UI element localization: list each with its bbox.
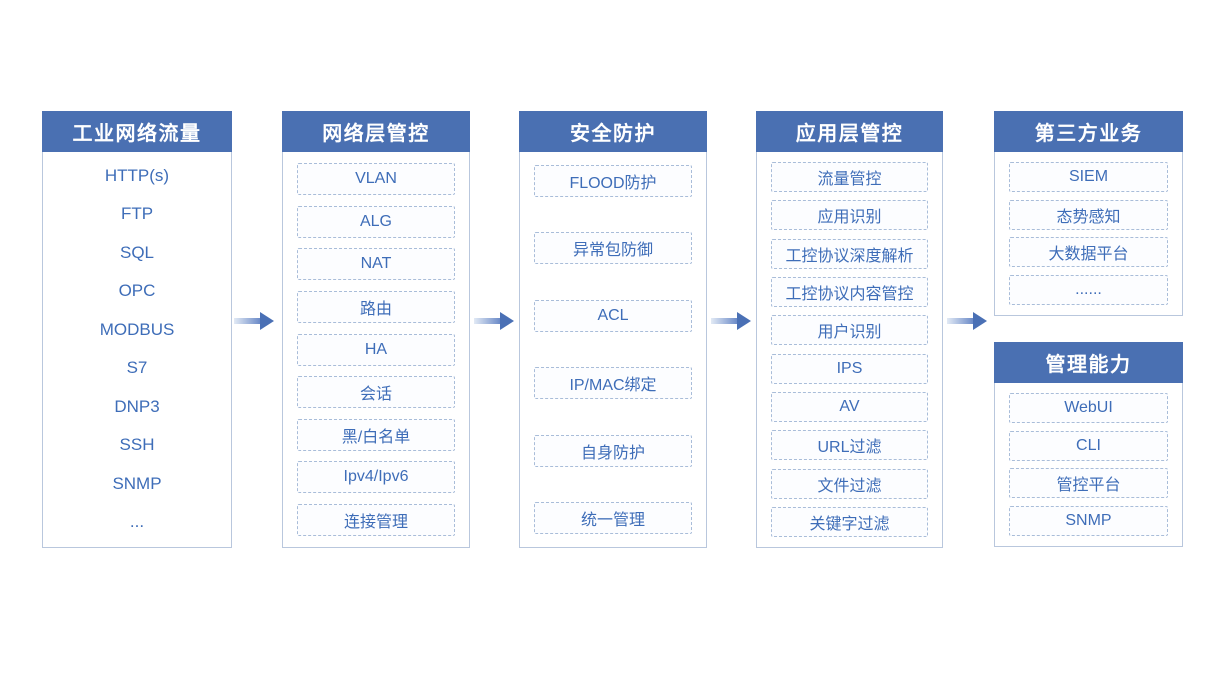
column-item: WebUI [1009, 393, 1168, 423]
column-item: 文件过滤 [771, 468, 928, 499]
column-item: URL过滤 [771, 430, 928, 461]
column-item: 流量管控 [771, 162, 928, 192]
column-security-protection: 安全防护 FLOOD防护异常包防御 ACL IP/MAC绑定自身防护统一管理 [519, 111, 707, 548]
flow-arrow-right-icon [234, 312, 274, 330]
column-item: SSH [119, 435, 155, 455]
column-item: 黑/白名单 [297, 418, 455, 451]
column-item: 关键字过滤 [771, 506, 928, 537]
column-item: AV [771, 391, 928, 422]
column-item: S7 [126, 358, 148, 378]
column-item-list: SIEM 态势感知大数据平台...... [995, 152, 1182, 315]
column-item: IP/MAC绑定 [534, 367, 692, 400]
column-title: 应用层管控 [756, 111, 943, 152]
column-item: ALG [297, 205, 455, 238]
column-item: 连接管理 [297, 504, 455, 536]
column-title: 管理能力 [994, 342, 1183, 383]
column-item: OPC [118, 281, 156, 301]
flow-arrow-right-icon [474, 312, 514, 330]
column-item: HA [297, 333, 455, 366]
column-item: 自身防护 [534, 434, 692, 467]
column-item: 路由 [297, 290, 455, 323]
column-item: FLOOD防护 [534, 165, 692, 197]
column-item: 大数据平台 [1009, 237, 1168, 268]
column-item: SQL [119, 242, 155, 262]
column-application-layer-control: 应用层管控 流量管控应用识别工控协议深度解析工控协议内容管控用户识别 IPS AV U… [756, 111, 943, 548]
column-item-list: VLAN ALG NAT 路由 HA 会话黑/白名单 Ipv4/Ipv6 连接管理 [283, 152, 469, 547]
column-item: CLI [1009, 430, 1168, 461]
column-item: ACL [534, 299, 692, 332]
column-item: 工控协议内容管控 [771, 276, 928, 307]
column-item: 统一管理 [534, 501, 692, 534]
column-title: 工业网络流量 [42, 111, 232, 152]
column-item: 异常包防御 [534, 232, 692, 265]
column-item: 应用识别 [771, 200, 928, 231]
column-item: 会话 [297, 376, 455, 409]
column-item: ...... [1009, 274, 1168, 305]
column-title: 第三方业务 [994, 111, 1183, 152]
column-item: IPS [771, 353, 928, 384]
column-item: Ipv4/Ipv6 [297, 461, 455, 494]
column-third-party-services: 第三方业务 SIEM 态势感知大数据平台...... [994, 111, 1183, 316]
column-item-list: 流量管控应用识别工控协议深度解析工控协议内容管控用户识别 IPS AV URL过滤文件… [757, 152, 942, 547]
column-item: SIEM [1009, 162, 1168, 192]
column-item-list: FLOOD防护异常包防御 ACL IP/MAC绑定自身防护统一管理 [520, 152, 706, 547]
column-management-capability: 管理能力 WebUI CLI 管控平台 SNMP [994, 342, 1183, 547]
column-item: HTTP(s) [104, 166, 170, 185]
column-item: SNMP [1009, 505, 1168, 536]
column-item: DNP3 [114, 396, 160, 416]
column-item: 管控平台 [1009, 468, 1168, 499]
column-item: 态势感知 [1009, 199, 1168, 230]
column-item: 工控协议深度解析 [771, 238, 928, 269]
column-item-list: WebUI CLI 管控平台 SNMP [995, 383, 1182, 546]
column-network-layer-control: 网络层管控 VLAN ALG NAT 路由 HA 会话黑/白名单 Ipv4/Ipv6 连接管理 [282, 111, 470, 548]
column-title: 安全防护 [519, 111, 707, 152]
flow-arrow-right-icon [947, 312, 987, 330]
column-item: VLAN [297, 163, 455, 195]
column-item: ... [129, 512, 145, 532]
column-item: 用户识别 [771, 315, 928, 346]
column-item: SNMP [112, 473, 162, 493]
column-item: MODBUS [99, 319, 175, 339]
column-item: FTP [120, 204, 154, 224]
column-title: 网络层管控 [282, 111, 470, 152]
flow-arrow-right-icon [711, 312, 751, 330]
column-item: NAT [297, 248, 455, 281]
